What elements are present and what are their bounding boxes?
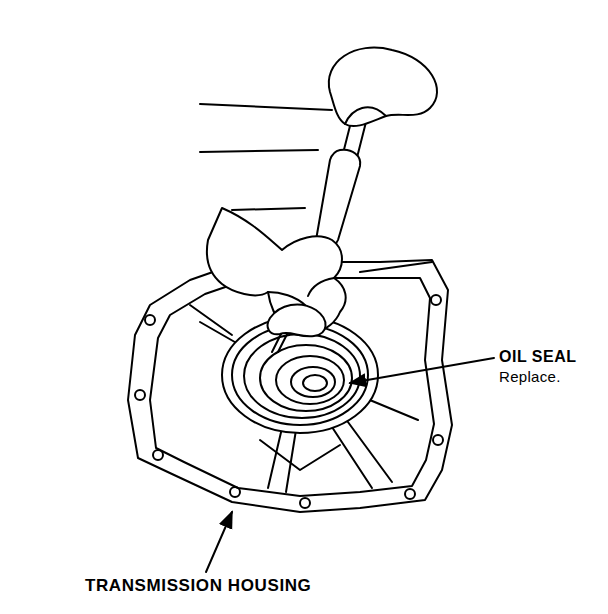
oil-seal	[303, 375, 327, 391]
screwdriver-handle	[316, 150, 360, 248]
housing-flange-inner	[150, 278, 434, 496]
bolt-hole	[405, 489, 415, 499]
arm-outline	[200, 104, 332, 110]
part-label: OIL SEAL	[498, 348, 578, 366]
leader-line	[350, 358, 494, 383]
bolt-hole	[153, 450, 163, 460]
part-label: TRANSMISSION HOUSING	[84, 576, 312, 596]
hammer-head	[329, 48, 437, 127]
housing-rib	[330, 424, 372, 488]
housing-rib	[365, 398, 418, 420]
bolt-hole	[433, 435, 443, 445]
bolt-hole	[431, 295, 441, 305]
housing-rib	[200, 322, 240, 345]
housing-rib	[268, 428, 282, 488]
oil-seal	[260, 345, 352, 411]
hammer-head	[345, 107, 386, 124]
oil-seal	[244, 334, 360, 418]
housing-rib	[345, 418, 392, 482]
oil-seal	[232, 325, 368, 425]
oil-seal	[291, 367, 335, 397]
hand-finger	[308, 278, 334, 296]
hand-outline	[207, 208, 346, 335]
arm-outline	[200, 150, 318, 152]
part-label: Replace.	[498, 368, 562, 385]
oil-seal	[276, 356, 344, 404]
housing-rib	[260, 440, 340, 470]
bolt-hole	[135, 390, 145, 400]
hand-thumb	[268, 304, 326, 336]
bolt-hole	[230, 487, 240, 497]
bolt-hole	[300, 498, 310, 508]
arm-outline	[232, 208, 305, 210]
sleeve-line	[360, 262, 432, 272]
leader-line	[206, 512, 232, 572]
bolt-hole	[145, 315, 155, 325]
housing-rib	[190, 305, 232, 335]
